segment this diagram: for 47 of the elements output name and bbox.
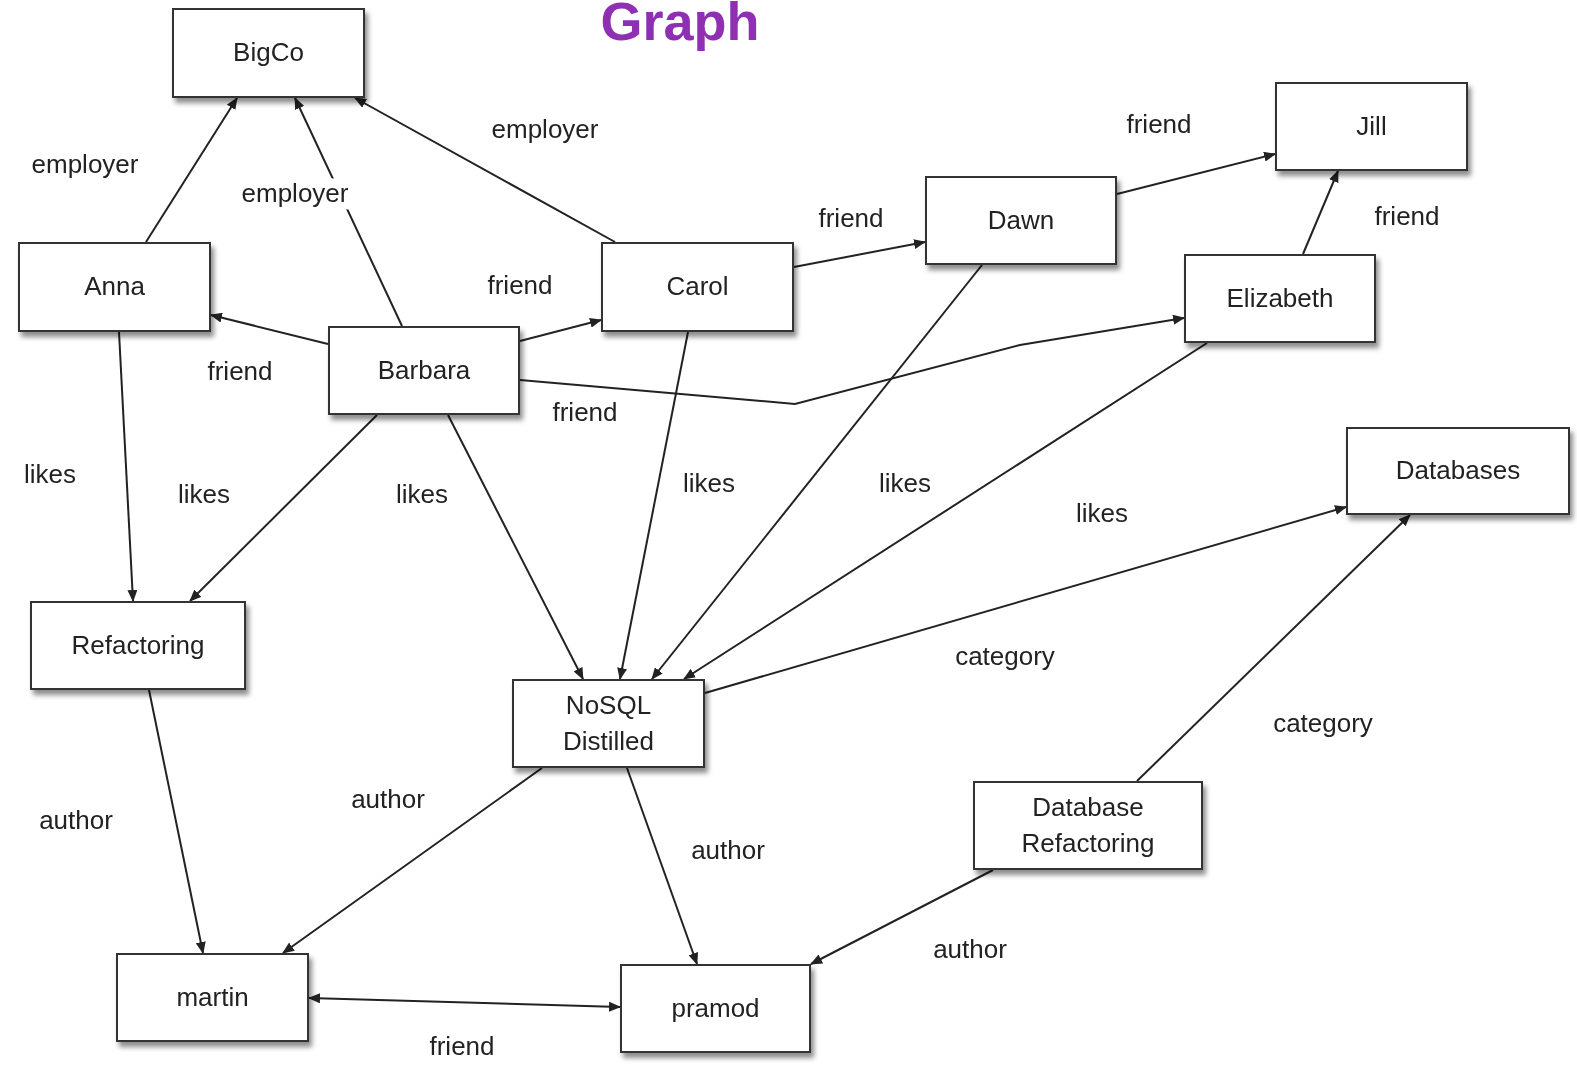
arrow (354, 97, 616, 243)
entity-box (512, 679, 705, 768)
entity-box (1184, 254, 1376, 343)
entity-box (1275, 82, 1468, 171)
node-label: Dawn (987, 203, 1055, 237)
arrow (1116, 151, 1276, 195)
entity-box (18, 242, 211, 332)
node-label: Carol (666, 270, 729, 304)
node-label: Databases (1395, 454, 1521, 488)
entity-box (973, 781, 1203, 870)
node-label: NoSQL Distilled (562, 689, 655, 758)
arrow (447, 414, 584, 680)
arrow (1302, 170, 1339, 255)
entity-box (328, 326, 520, 415)
arrow (148, 689, 206, 954)
arrow (793, 239, 926, 268)
node-label: Elizabeth (1226, 281, 1334, 315)
arrow (626, 767, 698, 965)
entity-box (30, 601, 246, 690)
arrow (282, 767, 543, 954)
arrow (810, 869, 994, 965)
arrow (651, 264, 983, 680)
arrow (118, 331, 138, 602)
node-label: Barbara (377, 353, 471, 387)
node-label: martin (176, 980, 249, 1014)
entity-box (172, 8, 365, 98)
arrow (519, 317, 602, 342)
arrow (683, 342, 1208, 680)
node-label: BigCo (233, 36, 304, 70)
arrow (519, 314, 1185, 405)
entity-box (1346, 427, 1570, 515)
node-label: Jill (1356, 109, 1387, 143)
node-label: pramod (671, 991, 760, 1025)
node-label: Anna (84, 270, 145, 304)
node-label: Refactoring (71, 628, 205, 662)
arrow (210, 312, 329, 345)
arrow (308, 993, 621, 1012)
arrow (704, 505, 1347, 694)
arrow (189, 414, 378, 602)
node-label: Database Refactoring (1020, 791, 1156, 860)
arrow (1136, 514, 1411, 782)
arrow (617, 331, 689, 680)
entity-box (601, 242, 794, 332)
entity-box (116, 953, 309, 1042)
arrow (145, 97, 238, 243)
entity-box (925, 176, 1117, 265)
entity-box (620, 964, 811, 1053)
